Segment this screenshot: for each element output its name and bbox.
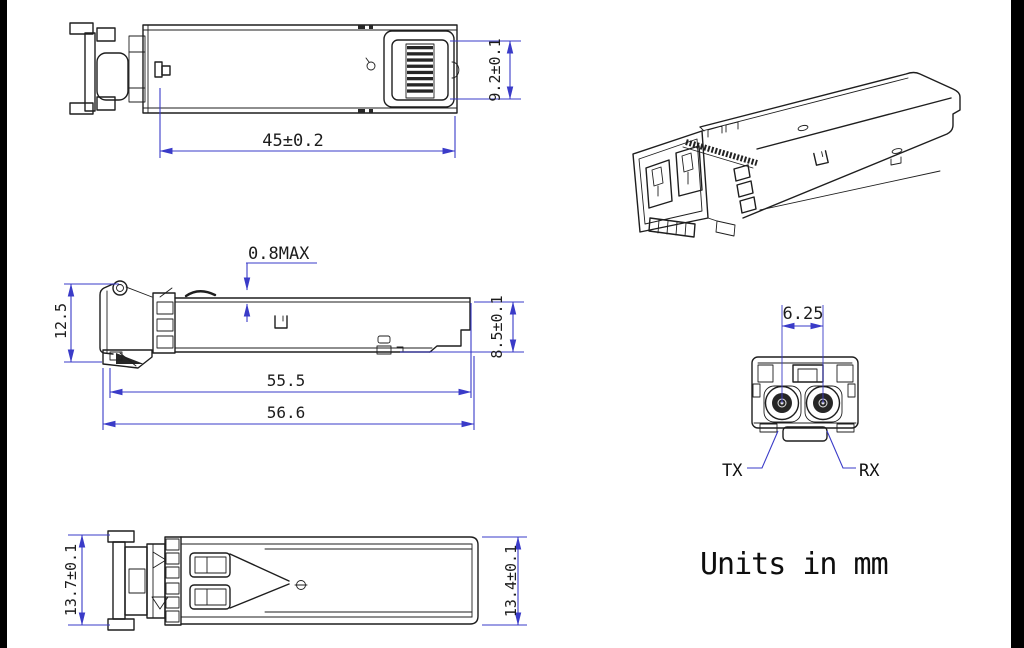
letterbox-bar-right <box>1011 0 1024 648</box>
dim-front-port-pitch: 6.25 <box>783 304 824 324</box>
dim-side-overall-height: 12.5 <box>52 303 70 339</box>
dim-side-body-height: 8.5±0.1 <box>488 295 506 358</box>
dim-side-overall-length: 56.6 <box>267 403 306 422</box>
front-view-drawing: 6.25 TX RX <box>722 304 880 481</box>
bottom-view-drawing: 13.7±0.1 13.4±0.1 <box>62 530 527 631</box>
dim-side-tab-protrusion: 0.8MAX <box>248 244 310 264</box>
units-note: Units in mm <box>700 547 888 582</box>
dim-side-body-length: 55.5 <box>267 371 306 390</box>
letterbox-bar-left <box>0 0 7 648</box>
dim-bottom-body-width: 13.4±0.1 <box>502 545 520 617</box>
side-view-drawing: 0.8MAX 12.5 8.5±0.1 55.5 56.6 <box>52 244 524 430</box>
top-view-drawing: 45±0.2 9.2±0.1 <box>69 22 521 158</box>
dim-bottom-front-width: 13.7±0.1 <box>62 544 80 616</box>
rx-port-label: RX <box>859 461 880 481</box>
tx-port-label: TX <box>722 461 743 481</box>
isometric-view-drawing <box>632 71 961 238</box>
dim-top-connector-height: 9.2±0.1 <box>486 38 504 101</box>
dim-top-length: 45±0.2 <box>262 131 323 151</box>
